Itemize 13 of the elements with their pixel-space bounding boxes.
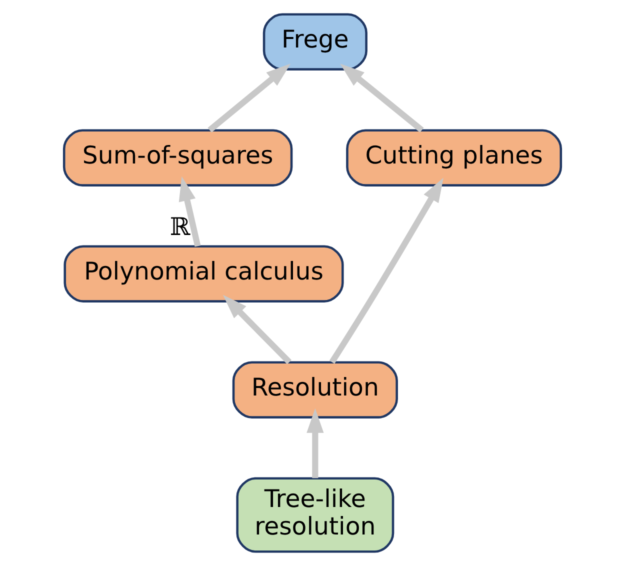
node-box: Resolution (232, 361, 398, 418)
node-box: Polynomial calculus (64, 245, 344, 302)
node-box: Cutting planes (346, 129, 562, 186)
node-box: Tree-like resolution (236, 477, 394, 553)
arrow (208, 64, 291, 132)
node-box: Frege (262, 13, 368, 70)
arrow (178, 176, 201, 247)
arrow (306, 408, 324, 478)
arrow (329, 178, 444, 364)
node-box: Sum-of-squares (62, 129, 293, 186)
arrow (340, 64, 424, 132)
edge-label: ℝ (170, 212, 190, 241)
arrow (222, 294, 292, 364)
